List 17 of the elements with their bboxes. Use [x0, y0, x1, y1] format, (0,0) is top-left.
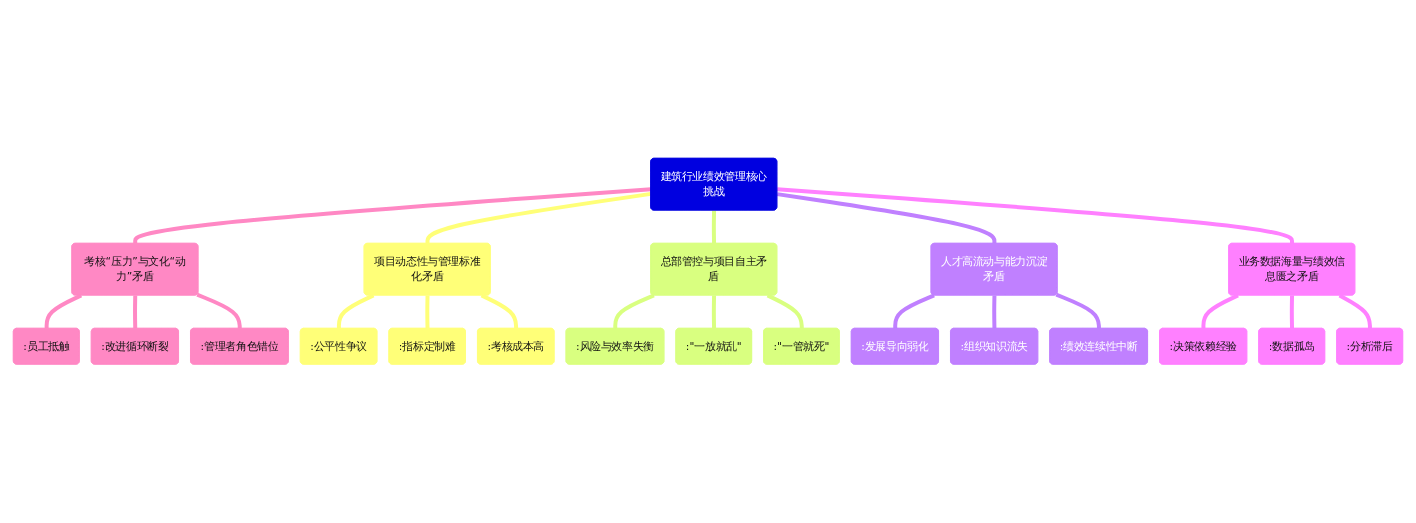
- connector: [196, 293, 242, 329]
- connector: [893, 293, 935, 329]
- connector: [133, 295, 138, 329]
- connector: [336, 293, 375, 329]
- connector: [992, 295, 997, 329]
- connector: [777, 187, 1294, 245]
- connector: [480, 293, 519, 329]
- connector: [133, 187, 652, 245]
- connector: [711, 210, 717, 244]
- connector: [1055, 293, 1101, 329]
- connector: [425, 295, 430, 329]
- connector: [776, 192, 997, 244]
- connector: [766, 293, 804, 329]
- connector: [613, 293, 655, 329]
- connector: [1289, 295, 1295, 329]
- connector: [425, 192, 652, 244]
- connector: [711, 295, 717, 329]
